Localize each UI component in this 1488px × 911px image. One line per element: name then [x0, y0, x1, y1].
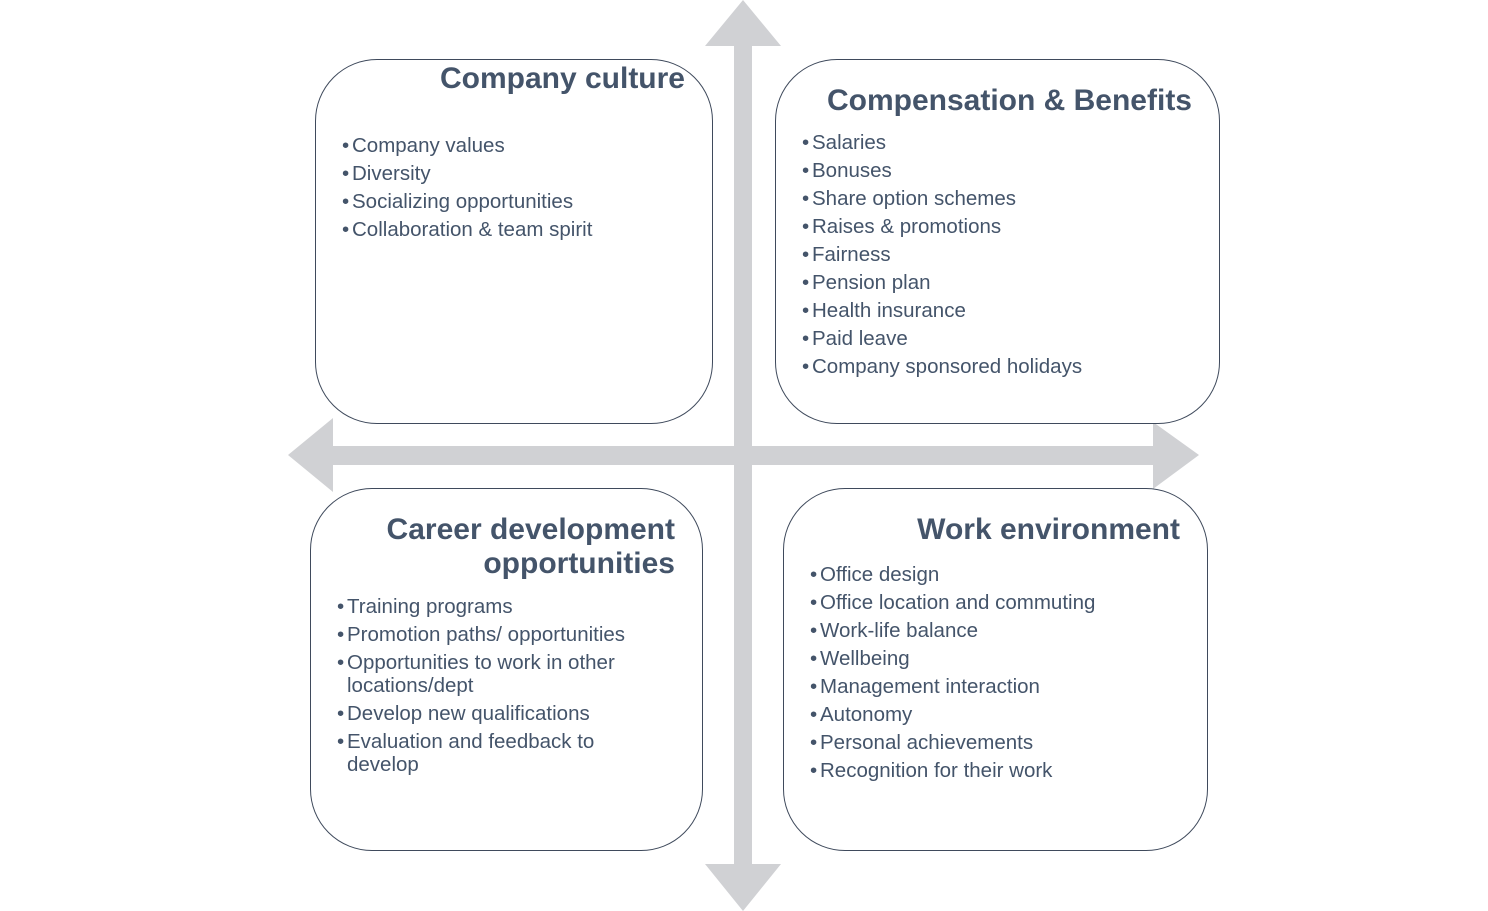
list-item-text: Collaboration & team spirit — [352, 218, 593, 241]
list-item-text: Socializing opportunities — [352, 190, 574, 213]
quadrant-title: Career development opportunities — [386, 513, 675, 580]
list-item: •Wellbeing — [810, 647, 1180, 670]
bullet-icon: • — [802, 159, 810, 182]
list-item: •Paid leave — [802, 327, 1192, 350]
list-item-text: Office location and commuting — [820, 591, 1096, 614]
list-item: •Promotion paths/ opportunities — [337, 623, 667, 646]
bullet-icon: • — [810, 675, 818, 698]
list-item: •Raises & promotions — [802, 215, 1192, 238]
bullet-icon: • — [337, 651, 345, 674]
list-item-text: Raises & promotions — [812, 215, 1002, 238]
list-item: •Fairness — [802, 243, 1192, 266]
list-item: •Work-life balance — [810, 619, 1180, 642]
list-item: •Develop new qualifications — [337, 702, 667, 725]
bullet-icon: • — [810, 619, 818, 642]
list-item-text: Recognition for their work — [820, 759, 1053, 782]
bullet-icon: • — [802, 187, 810, 210]
list-item-text: Office design — [820, 563, 940, 586]
quadrant-compensation-benefits: Compensation & Benefits •Salaries•Bonuse… — [775, 59, 1220, 424]
list-item-text: Company values — [352, 134, 505, 157]
bullet-icon: • — [810, 647, 818, 670]
list-item-text: Share option schemes — [812, 187, 1016, 210]
bullet-icon: • — [802, 243, 810, 266]
bullet-icon: • — [342, 134, 350, 157]
bullet-icon: • — [802, 327, 810, 350]
item-list: •Training programs•Promotion paths/ oppo… — [337, 595, 667, 781]
list-item: •Health insurance — [802, 299, 1192, 322]
quadrant-work-environment: Work environment •Office design•Office l… — [783, 488, 1208, 851]
quadrant-title: Work environment — [917, 513, 1180, 546]
list-item: •Training programs — [337, 595, 667, 618]
list-item: •Autonomy — [810, 703, 1180, 726]
list-item: •Opportunities to work in other location… — [337, 651, 667, 697]
list-item-text: Evaluation and feedback to develop — [347, 730, 595, 776]
quadrant-company-culture: Company culture •Company values•Diversit… — [315, 59, 713, 424]
bullet-icon: • — [802, 355, 810, 378]
list-item: •Socializing opportunities — [342, 190, 682, 213]
item-list: •Salaries•Bonuses•Share option schemes•R… — [802, 131, 1192, 383]
bullet-icon: • — [337, 623, 345, 646]
item-list: •Company values•Diversity•Socializing op… — [342, 134, 682, 246]
bullet-icon: • — [337, 730, 345, 753]
list-item-text: Pension plan — [812, 271, 931, 294]
list-item-text: Work-life balance — [820, 619, 978, 642]
list-item-text: Promotion paths/ opportunities — [347, 623, 626, 646]
list-item-text: Training programs — [347, 595, 513, 618]
list-item: •Evaluation and feedback to develop — [337, 730, 667, 776]
list-item: •Salaries — [802, 131, 1192, 154]
list-item: •Recognition for their work — [810, 759, 1180, 782]
list-item-text: Management interaction — [820, 675, 1040, 698]
list-item-text: Autonomy — [820, 703, 913, 726]
list-item: •Collaboration & team spirit — [342, 218, 682, 241]
list-item: •Company sponsored holidays — [802, 355, 1192, 378]
bullet-icon: • — [802, 271, 810, 294]
list-item-text: Personal achievements — [820, 731, 1034, 754]
list-item: •Management interaction — [810, 675, 1180, 698]
list-item-text: Fairness — [812, 243, 891, 266]
quadrant-title: Compensation & Benefits — [826, 84, 1192, 117]
bullet-icon: • — [802, 215, 810, 238]
item-list: •Office design•Office location and commu… — [810, 563, 1180, 787]
list-item-text: Wellbeing — [820, 647, 910, 670]
bullet-icon: • — [342, 190, 350, 213]
bullet-icon: • — [810, 591, 818, 614]
list-item: •Share option schemes — [802, 187, 1192, 210]
bullet-icon: • — [337, 702, 345, 725]
vertical-arrow — [705, 0, 781, 911]
bullet-icon: • — [342, 162, 350, 185]
list-item: •Pension plan — [802, 271, 1192, 294]
bullet-icon: • — [337, 595, 345, 618]
quadrant-career-development: Career development opportunities •Traini… — [310, 488, 703, 851]
list-item: •Company values — [342, 134, 682, 157]
list-item-text: Salaries — [812, 131, 887, 154]
list-item-text: Diversity — [352, 162, 431, 185]
bullet-icon: • — [810, 703, 818, 726]
bullet-icon: • — [810, 563, 818, 586]
list-item: •Office design — [810, 563, 1180, 586]
list-item: •Personal achievements — [810, 731, 1180, 754]
list-item: •Diversity — [342, 162, 682, 185]
list-item-text: Health insurance — [812, 299, 966, 322]
list-item-text: Company sponsored holidays — [812, 355, 1083, 378]
list-item: •Bonuses — [802, 159, 1192, 182]
list-item: •Office location and commuting — [810, 591, 1180, 614]
bullet-icon: • — [802, 131, 810, 154]
list-item-text: Develop new qualifications — [347, 702, 590, 725]
bullet-icon: • — [810, 759, 818, 782]
list-item-text: Bonuses — [812, 159, 892, 182]
bullet-icon: • — [802, 299, 810, 322]
quadrant-title: Company culture — [439, 62, 685, 95]
list-item-text: Opportunities to work in other locations… — [347, 651, 615, 697]
bullet-icon: • — [342, 218, 350, 241]
list-item-text: Paid leave — [812, 327, 908, 350]
bullet-icon: • — [810, 731, 818, 754]
